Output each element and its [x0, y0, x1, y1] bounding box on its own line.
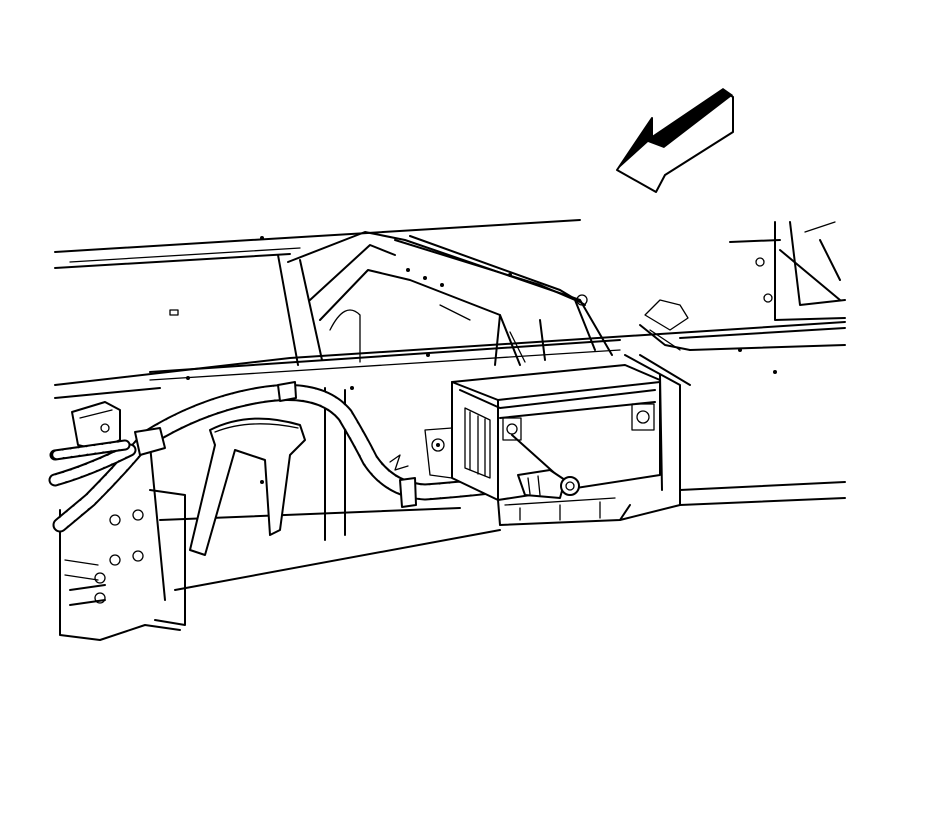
connector-left: [71, 401, 121, 451]
crossmember: [277, 231, 613, 366]
frame-bracket: [189, 417, 306, 556]
battery-cable-terminal: [511, 434, 580, 499]
frame-rail-near: [54, 321, 846, 591]
battery-tray: [497, 354, 691, 526]
connector-far: [639, 299, 691, 351]
frame-rail-far: [54, 219, 846, 321]
wire-harness: [48, 381, 529, 533]
direction-arrow-icon: [616, 88, 734, 193]
battery: [424, 364, 661, 501]
